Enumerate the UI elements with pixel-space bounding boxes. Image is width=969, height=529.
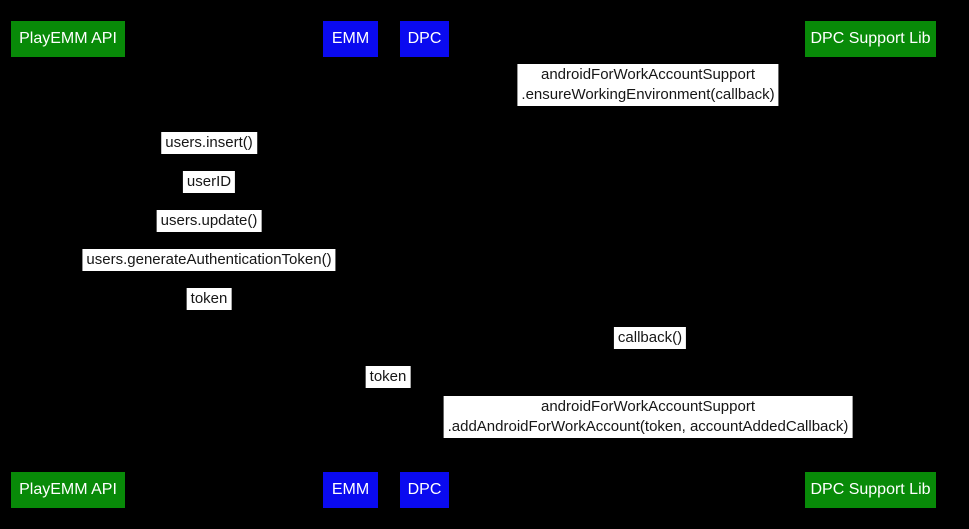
message-line: .addAndroidForWorkAccount(token, account… bbox=[447, 418, 849, 435]
participant-playemm-api-top: PlayEMM API bbox=[11, 21, 125, 57]
participant-playemm-api-bottom: PlayEMM API bbox=[11, 472, 125, 508]
message-callback: callback() bbox=[613, 327, 687, 349]
message-line: .ensureWorkingEnvironment(callback) bbox=[521, 86, 775, 103]
message-line: androidForWorkAccountSupport bbox=[541, 398, 755, 415]
message-add-android-for-work-account: androidForWorkAccountSupport .addAndroid… bbox=[443, 396, 853, 438]
participant-dpc-support-lib-bottom: DPC Support Lib bbox=[805, 472, 936, 508]
message-users-insert: users.insert() bbox=[161, 132, 257, 154]
message-user-id: userID bbox=[182, 171, 236, 193]
participant-dpc-support-lib-top: DPC Support Lib bbox=[805, 21, 936, 57]
message-ensure-working-environment: androidForWorkAccountSupport .ensureWork… bbox=[517, 64, 779, 106]
participant-dpc-top: DPC bbox=[400, 21, 449, 57]
message-generate-authentication-token: users.generateAuthenticationToken() bbox=[82, 249, 336, 271]
message-users-update: users.update() bbox=[156, 210, 262, 232]
message-token-to-dpc: token bbox=[365, 366, 411, 388]
message-line: androidForWorkAccountSupport bbox=[540, 66, 755, 83]
participant-dpc-bottom: DPC bbox=[400, 472, 449, 508]
participant-emm-top: EMM bbox=[323, 21, 378, 57]
participant-emm-bottom: EMM bbox=[323, 472, 378, 508]
message-token-to-emm: token bbox=[186, 288, 232, 310]
